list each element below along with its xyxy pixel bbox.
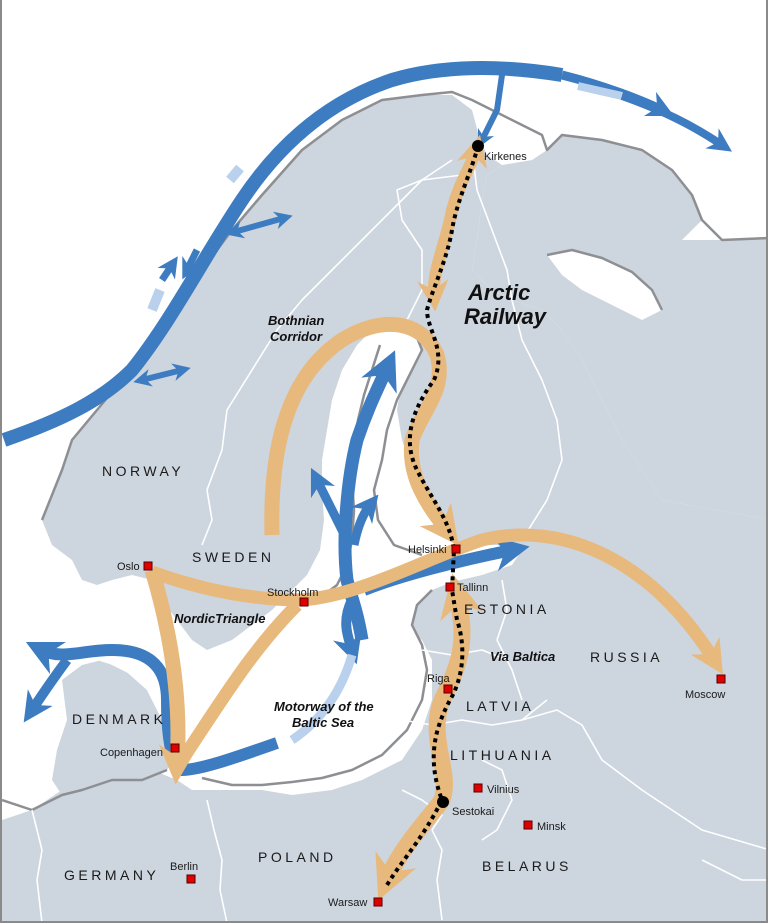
city-marker-icon — [523, 820, 533, 830]
nordic-moscow-route — [149, 528, 723, 675]
city-label: Sestokai — [452, 806, 494, 818]
city-kirkenes[interactable]: Kirkenes — [472, 140, 527, 163]
border-germany-poland — [206, 799, 228, 921]
city-label: Vilnius — [487, 784, 520, 796]
denmark-landmass — [52, 660, 177, 795]
city-helsinki[interactable]: Helsinki — [408, 544, 461, 556]
white-sea — [547, 250, 662, 320]
city-label: Riga — [427, 673, 451, 685]
route-label-via-baltica: Via Baltica — [490, 649, 555, 664]
city-marker-icon — [186, 874, 196, 884]
city-label: Helsinki — [408, 544, 447, 556]
bothnian-corridor-route — [264, 316, 459, 546]
country-label-russia: RUSSIA — [590, 649, 663, 665]
city-sestokai[interactable]: Sestokai — [437, 796, 494, 818]
city-stockholm[interactable]: Stockholm — [267, 587, 318, 607]
city-label: Kirkenes — [484, 151, 527, 163]
route-label-motorway-baltic-sea: Motorway of the Baltic Sea — [274, 699, 377, 730]
city-marker-icon — [170, 743, 180, 753]
border-estonia-russia — [496, 579, 523, 701]
country-label-lithuania: LITHUANIA — [450, 747, 555, 763]
nordic-triangle-route — [144, 567, 198, 785]
country-label-sweden: SWEDEN — [192, 549, 274, 565]
arctic-sea-route — [2, 61, 564, 447]
city-label: Warsaw — [328, 897, 367, 909]
city-riga[interactable]: Riga — [427, 673, 453, 694]
kola-landmass — [472, 100, 766, 520]
city-marker-icon — [373, 897, 383, 907]
land-routes — [144, 134, 723, 901]
city-marker-icon — [451, 544, 461, 554]
motorway-route — [25, 641, 279, 777]
arctic-railway-line — [385, 145, 480, 887]
city-moscow[interactable]: Moscow — [685, 674, 726, 701]
city-label: Tallinn — [457, 582, 488, 594]
city-berlin[interactable]: Berlin — [170, 861, 198, 884]
country-label-latvia: LATVIA — [466, 698, 534, 714]
border-russia-east — [701, 859, 766, 881]
route-labels: Arctic Railway Bothnian Corridor NordicT… — [174, 280, 555, 730]
city-copenhagen[interactable]: Copenhagen — [100, 743, 180, 759]
route-label-nordic-triangle: NordicTriangle — [174, 611, 266, 626]
arctic-railway-route — [417, 134, 488, 312]
border-norway-sweden — [201, 159, 453, 546]
border-germany-west — [31, 809, 43, 921]
country-label-denmark: DENMARK — [72, 711, 167, 727]
border-latvia-russia — [521, 709, 766, 850]
city-tallinn[interactable]: Tallinn — [445, 582, 488, 594]
city-marker-icon — [299, 597, 309, 607]
route-label-arctic-railway: Arctic Railway — [464, 280, 548, 329]
city-label: Moscow — [685, 689, 725, 701]
terminal-dot-icon — [472, 140, 484, 152]
city-marker-icon — [473, 783, 483, 793]
scandinavia-landmass — [2, 92, 766, 921]
country-label-poland: POLAND — [258, 849, 337, 865]
railway-lines — [385, 145, 480, 887]
sea-routes — [2, 61, 732, 777]
city-markers: Oslo Stockholm Helsinki Tallinn Riga Mos… — [100, 140, 726, 909]
city-label: Oslo — [117, 561, 140, 573]
country-label-belarus: BELARUS — [482, 858, 572, 874]
city-marker-icon — [143, 561, 153, 571]
border-lithuania-belarus — [481, 759, 513, 841]
country-label-norway: NORWAY — [102, 463, 184, 479]
city-marker-icon — [716, 674, 726, 684]
city-label: Stockholm — [267, 587, 318, 599]
city-marker-icon — [445, 582, 455, 592]
city-label: Minsk — [537, 821, 566, 833]
route-label-bothnian-corridor: Bothnian Corridor — [268, 313, 328, 344]
arctic-ocean — [2, 0, 766, 530]
city-vilnius[interactable]: Vilnius — [473, 783, 520, 796]
country-labels: NORWAY SWEDEN ESTONIA RUSSIA LATVIA LITH… — [64, 463, 663, 883]
city-warsaw[interactable]: Warsaw — [328, 897, 383, 909]
city-marker-icon — [443, 684, 453, 694]
country-label-germany: GERMANY — [64, 867, 159, 883]
city-label: Copenhagen — [100, 747, 163, 759]
city-label: Berlin — [170, 861, 198, 873]
city-oslo[interactable]: Oslo — [117, 561, 153, 573]
country-label-estonia: ESTONIA — [464, 601, 550, 617]
city-minsk[interactable]: Minsk — [523, 820, 566, 833]
terminal-dot-icon — [437, 796, 449, 808]
